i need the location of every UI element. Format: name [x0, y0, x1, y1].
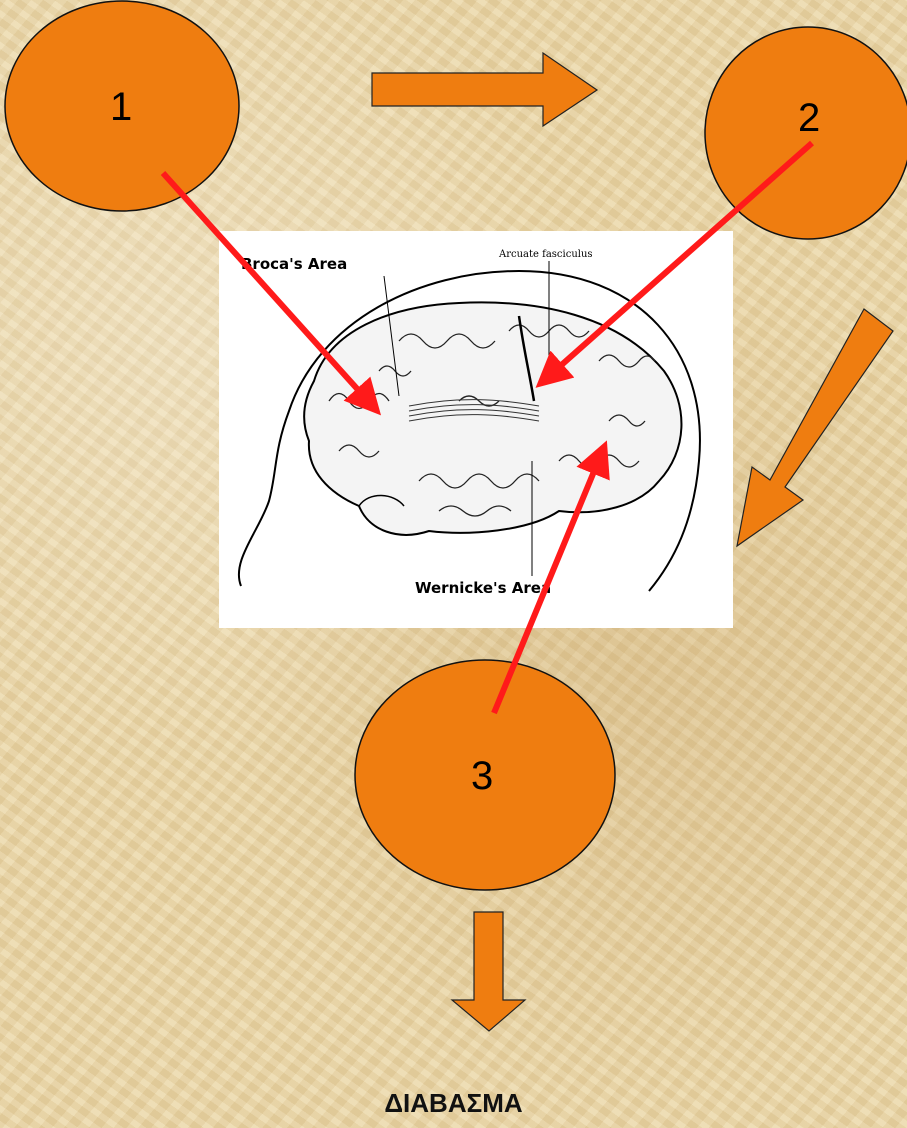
step-2-circle [704, 26, 907, 240]
flow-arrow-right [371, 51, 599, 128]
arcuate-fasciculus-label: Arcuate fasciculus [499, 249, 593, 260]
broca-area-label: Broca's Area [241, 255, 348, 273]
head-outline [238, 269, 701, 592]
step-3-circle [354, 659, 616, 891]
pointer-arrow-wernicke [491, 440, 610, 715]
pointer-arrow-broca [160, 170, 382, 416]
pointer-arrow-arcuate [535, 140, 814, 388]
wernicke-area-label: Wernicke's Area [415, 579, 552, 597]
step-3-number: 3 [471, 754, 494, 798]
flow-arrow-down-main [450, 911, 527, 1032]
flow-arrow-down-left [736, 308, 894, 548]
step-1-number: 1 [110, 85, 133, 129]
step-2-number: 2 [798, 96, 821, 140]
step-1-circle [4, 0, 240, 212]
caption-reading: ΔΙΑΒΑΣΜΑ [384, 1088, 523, 1118]
